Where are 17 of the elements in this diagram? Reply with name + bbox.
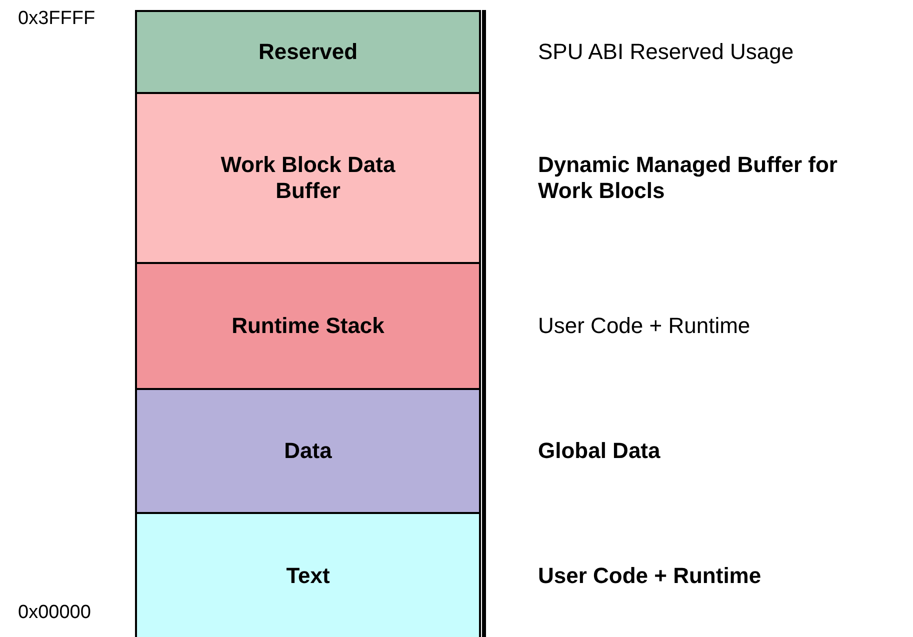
region-name: Reserved (257, 39, 359, 65)
memory-region-block (135, 388, 481, 514)
memory-region-block (135, 512, 481, 637)
memory-region-block (135, 262, 481, 390)
region-name: Text (285, 563, 331, 589)
region-description: User Code + Runtime (538, 312, 752, 340)
region-description: User Code + Runtime (538, 562, 762, 590)
address-label: 0x3FFFF (18, 8, 96, 30)
memory-region-block (135, 92, 481, 264)
address-label: 0x00000 (18, 602, 91, 624)
region-name: Runtime Stack (230, 313, 386, 339)
region-name: Data (283, 438, 333, 464)
region-name: Work Block Data Buffer (220, 152, 396, 204)
region-description: Global Data (538, 437, 662, 465)
memory-region-block (135, 10, 481, 94)
region-description: SPU ABI Reserved Usage (538, 38, 795, 66)
region-description: Dynamic Managed Buffer for Work Blocls (538, 151, 838, 205)
